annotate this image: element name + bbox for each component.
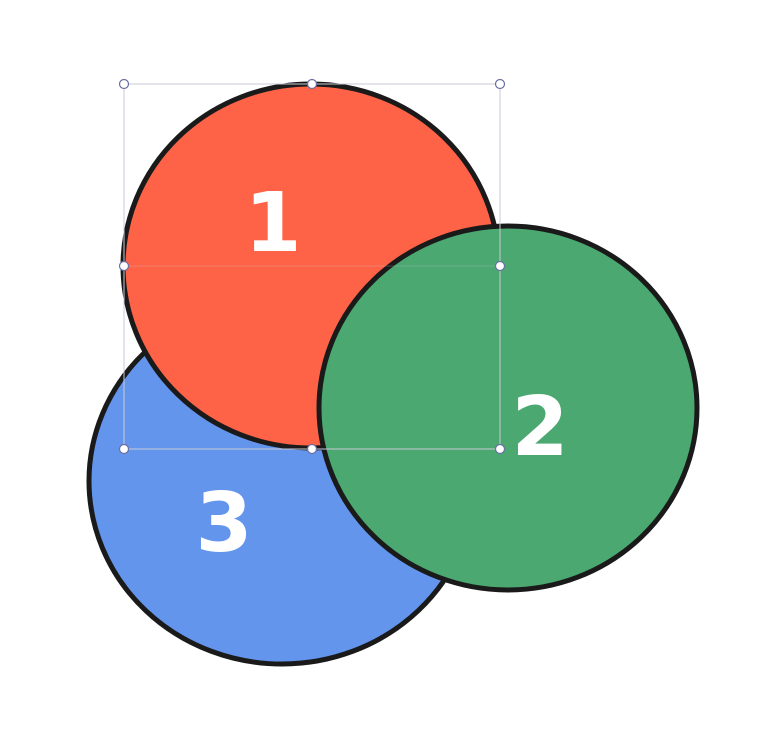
resize-handle-bottom-right[interactable] <box>494 443 506 455</box>
circle-2-label: 2 <box>511 380 568 475</box>
resize-handle-top-left[interactable] <box>118 78 130 90</box>
resize-handle-middle-left[interactable] <box>118 260 130 272</box>
circle-2-body[interactable] <box>316 223 700 593</box>
circle-3-label: 3 <box>195 476 252 571</box>
resize-handle-bottom-left[interactable] <box>118 443 130 455</box>
resize-handle-bottom-center[interactable] <box>306 443 318 455</box>
selection-handles[interactable] <box>118 78 506 455</box>
shape-circle-2[interactable]: 2 <box>316 223 700 593</box>
resize-handle-middle-right[interactable] <box>494 260 506 272</box>
resize-handle-top-right[interactable] <box>494 78 506 90</box>
circle-1-label: 1 <box>244 176 301 271</box>
resize-handle-top-center[interactable] <box>306 78 318 90</box>
